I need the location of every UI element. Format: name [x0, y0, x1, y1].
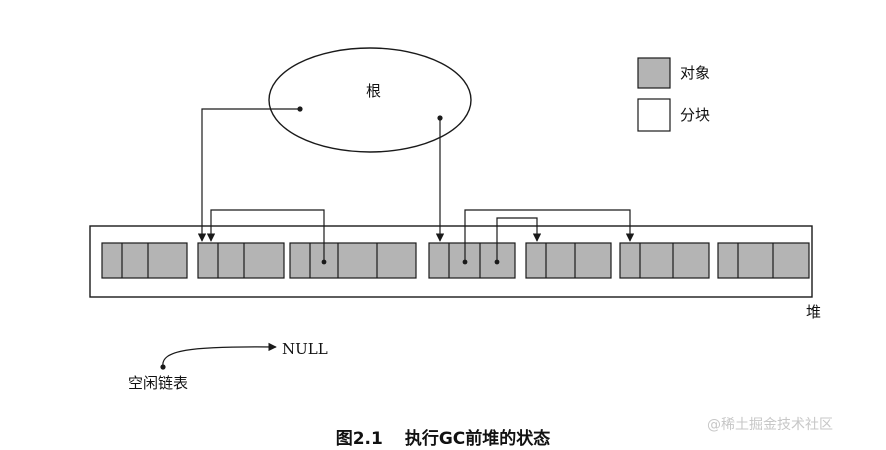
free-list-label: 空闲链表 [128, 374, 189, 392]
heap-object-7 [717, 242, 810, 279]
heap-object-4 [428, 242, 516, 279]
heap-pointer-obj4-to-obj6 [462, 209, 635, 265]
free-list-pointer [160, 342, 277, 370]
root-pointer-1 [197, 106, 303, 242]
heap-object-5 [525, 242, 612, 279]
figure-caption-text: 执行GC前堆的状态 [404, 429, 551, 449]
legend-chunk-label: 分块 [680, 106, 711, 124]
legend-object-swatch [637, 57, 671, 89]
heap-pointer-obj4-to-obj5 [494, 217, 542, 265]
figure-caption: 图2.1 执行GC前堆的状态 [0, 424, 886, 449]
heap-pointer-obj3-to-obj2 [206, 209, 327, 265]
heap-label: 堆 [806, 303, 822, 321]
heap-object-1 [101, 242, 188, 279]
root-label: 根 [366, 82, 382, 100]
legend-object-label: 对象 [680, 64, 711, 82]
root-ellipse [268, 47, 472, 153]
heap-object-6 [619, 242, 710, 279]
heap-object-3 [289, 242, 417, 279]
legend-chunk-swatch [637, 98, 671, 132]
heap-object-2 [197, 242, 285, 279]
null-label: NULL [282, 340, 328, 358]
watermark: @稀土掘金技术社区 [707, 417, 833, 433]
figure-number: 图2.1 [335, 429, 383, 449]
root-pointer-2 [435, 115, 445, 242]
